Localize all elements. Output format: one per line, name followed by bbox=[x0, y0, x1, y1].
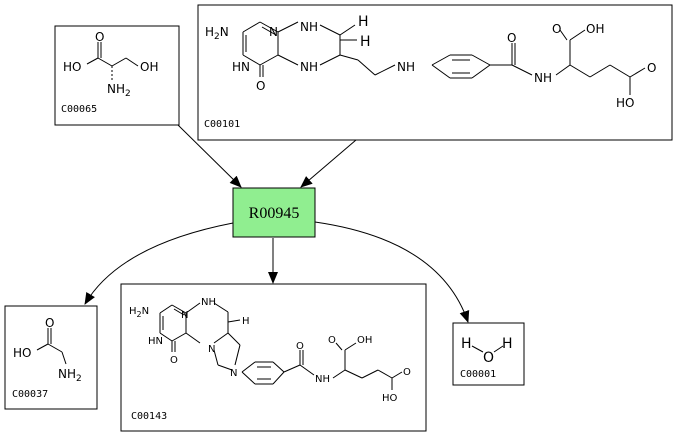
atom-label: O bbox=[95, 30, 104, 44]
atom-label: NH2 bbox=[58, 367, 82, 384]
edge-serine-to-reaction bbox=[177, 124, 242, 188]
compound-methylene-thf[interactable]: H2N N HN O NH H N N O NH O OH O HO C0014… bbox=[120, 283, 427, 432]
atom-label: O bbox=[552, 22, 561, 36]
atom-label: NH bbox=[300, 60, 318, 74]
atom-label: O bbox=[647, 61, 656, 75]
compound-id: C00065 bbox=[61, 104, 97, 115]
atom-label: N bbox=[230, 368, 237, 379]
edge-thf-to-reaction bbox=[300, 139, 357, 188]
compound-water[interactable]: H O H C00001 bbox=[452, 322, 525, 386]
compound-box[interactable] bbox=[452, 322, 525, 386]
atom-label: O bbox=[296, 341, 304, 352]
compound-box[interactable] bbox=[4, 305, 98, 410]
atom-label: O bbox=[328, 335, 336, 346]
atom-label: HO bbox=[63, 60, 81, 74]
edge-reaction-to-water bbox=[314, 221, 470, 323]
atom-label: H bbox=[502, 336, 513, 352]
structure-bonds bbox=[242, 21, 646, 95]
atom-label: NH bbox=[534, 71, 552, 85]
compound-thf[interactable]: H2N N HN O NH NH H H NH O NH O OH O HO C… bbox=[197, 4, 673, 141]
atom-label: NH bbox=[315, 374, 330, 385]
atom-label: NH2 bbox=[107, 82, 131, 99]
atom-label: HN bbox=[148, 336, 163, 347]
edge-reaction-to-glycine bbox=[84, 222, 234, 305]
atom-label: O bbox=[403, 367, 411, 378]
atom-label: OH bbox=[140, 60, 158, 74]
atom-label: HO bbox=[382, 393, 398, 404]
atom-label: HO bbox=[616, 96, 634, 110]
atom-label: O bbox=[256, 79, 265, 93]
structure-bonds bbox=[159, 302, 403, 390]
atom-label: O bbox=[483, 350, 494, 366]
atom-label: NH bbox=[300, 20, 318, 34]
atom-label: O bbox=[170, 355, 178, 366]
atom-label: NH bbox=[201, 297, 216, 308]
compound-box[interactable] bbox=[54, 25, 180, 126]
compound-glycine[interactable]: O HO NH2 C00037 bbox=[4, 305, 98, 410]
atom-label: N bbox=[269, 25, 278, 39]
atom-label: H2N bbox=[205, 25, 229, 42]
compound-id: C00101 bbox=[204, 119, 240, 130]
atom-label: N bbox=[181, 310, 188, 321]
atom-label: O bbox=[507, 31, 516, 45]
edges bbox=[84, 124, 470, 323]
structure-bonds bbox=[471, 345, 504, 353]
compound-id: C00143 bbox=[131, 411, 167, 422]
atom-label: NH bbox=[397, 60, 415, 74]
atom-label: H2N bbox=[129, 306, 149, 319]
atom-label: H bbox=[461, 336, 472, 352]
structure-bonds bbox=[86, 42, 139, 80]
atom-label: OH bbox=[586, 22, 604, 36]
compound-box[interactable] bbox=[197, 4, 673, 141]
compound-box[interactable] bbox=[120, 283, 427, 432]
atom-label: N bbox=[208, 344, 215, 355]
reaction-id: R00945 bbox=[249, 205, 300, 222]
atom-label: HN bbox=[232, 60, 250, 74]
atom-label: O bbox=[45, 316, 54, 330]
atom-label: OH bbox=[357, 335, 372, 346]
atom-label: HO bbox=[13, 346, 31, 360]
atom-label: H bbox=[358, 14, 369, 30]
atom-label: H bbox=[242, 316, 250, 327]
compound-serine[interactable]: O HO OH NH2 C00065 bbox=[54, 25, 180, 126]
compound-id: C00001 bbox=[460, 369, 496, 380]
structure-bonds bbox=[36, 328, 67, 365]
reaction-box[interactable] bbox=[232, 187, 316, 238]
atom-label: H bbox=[360, 34, 371, 50]
compound-id: C00037 bbox=[12, 389, 48, 400]
reaction-node[interactable]: R00945 bbox=[232, 187, 316, 238]
